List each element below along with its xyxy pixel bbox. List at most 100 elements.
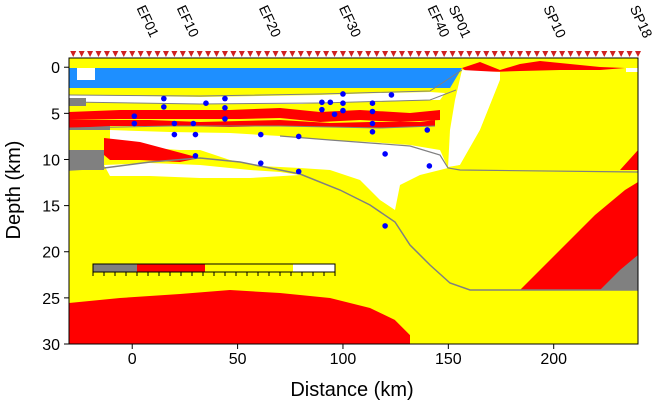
plot-area (69, 58, 638, 344)
data-point (222, 116, 228, 122)
data-point (190, 120, 197, 127)
station-marker (441, 51, 448, 57)
station-marker (137, 51, 144, 57)
white-gap-left (104, 163, 300, 178)
data-point (340, 107, 346, 114)
station-marker (525, 51, 532, 57)
station-marker (449, 51, 456, 57)
data-point (257, 160, 264, 166)
station-marker (221, 51, 228, 57)
station-marker (432, 51, 439, 57)
data-point (319, 106, 325, 113)
y-tick-label: 15 (42, 199, 60, 216)
station-marker (280, 51, 287, 57)
station-markers (70, 51, 641, 57)
water-layer (69, 68, 462, 88)
y-tick-label: 10 (42, 152, 60, 169)
station-marker (213, 51, 220, 57)
scale-seg-red (137, 264, 205, 272)
station-marker (559, 51, 566, 57)
layer-line-3 (69, 125, 436, 129)
data-point (369, 120, 376, 127)
station-marker (120, 51, 127, 57)
station-marker (533, 51, 540, 57)
station-marker (196, 51, 203, 57)
station-marker (179, 51, 186, 57)
station-marker (87, 51, 94, 57)
data-point (131, 113, 138, 119)
station-marker (70, 51, 77, 57)
station-marker (373, 51, 380, 57)
station-marker (146, 51, 153, 57)
data-point (192, 131, 199, 138)
yellow-lower-right (395, 320, 638, 344)
station-marker (289, 51, 296, 57)
data-point (369, 108, 376, 115)
white-middle-wedge (110, 130, 448, 210)
data-point (222, 95, 228, 102)
data-point (382, 223, 388, 229)
data-point (171, 131, 178, 138)
station-marker (323, 51, 330, 57)
station-marker (601, 51, 608, 57)
station-label: EF20 (256, 3, 285, 40)
station-marker (314, 51, 321, 57)
y-tick-label: 30 (42, 337, 60, 354)
x-axis-title: Distance (km) (290, 379, 413, 401)
white-wedge-slope (448, 70, 500, 168)
station-marker (466, 51, 473, 57)
x-axis: 0 50 100 150 200 (128, 344, 567, 368)
red-mantle-bottom (69, 290, 410, 344)
station-marker (398, 51, 405, 57)
station-marker (382, 51, 389, 57)
data-point (295, 133, 302, 140)
station-marker (188, 51, 195, 57)
data-point (131, 120, 138, 127)
station-marker (626, 51, 633, 57)
station-label: EF30 (336, 3, 365, 40)
station-marker (247, 51, 254, 57)
data-point (295, 168, 302, 175)
upper-red-ridge (462, 61, 625, 74)
station-marker (272, 51, 279, 57)
station-marker (500, 51, 507, 57)
x-tick-label: 0 (128, 351, 137, 368)
station-marker (306, 51, 313, 57)
data-point (340, 91, 346, 97)
data-point (222, 105, 228, 111)
station-marker (356, 51, 363, 57)
data-point (319, 99, 325, 106)
data-point (388, 92, 395, 98)
station-marker (112, 51, 119, 57)
moho-line (69, 157, 638, 291)
red-arc-right (520, 182, 638, 290)
station-label: EF01 (134, 3, 163, 40)
x-tick-label: 100 (330, 351, 357, 368)
station-marker (407, 51, 414, 57)
station-marker (592, 51, 599, 57)
data-point (369, 129, 376, 135)
y-tick-label: 20 (42, 245, 60, 262)
data-point (203, 100, 209, 107)
station-marker (205, 51, 212, 57)
plot-frame (68, 57, 639, 345)
yellow-ramp (430, 72, 638, 170)
station-marker (618, 51, 625, 57)
station-label: EF10 (174, 3, 203, 40)
scale-seg-white (293, 264, 335, 272)
data-point (331, 111, 338, 118)
data-point (171, 120, 178, 127)
station-marker (474, 51, 481, 57)
y-tick-label: 25 (42, 291, 60, 308)
red-lens-left (104, 138, 200, 162)
scale-seg-yellow (205, 264, 293, 272)
x-tick-label: 150 (435, 351, 462, 368)
station-label: SP10 (540, 3, 569, 41)
x-tick-label: 200 (540, 351, 567, 368)
station-marker (457, 51, 464, 57)
x-tick-label: 50 (229, 351, 247, 368)
station-marker (348, 51, 355, 57)
gray-arc-right (600, 255, 638, 290)
